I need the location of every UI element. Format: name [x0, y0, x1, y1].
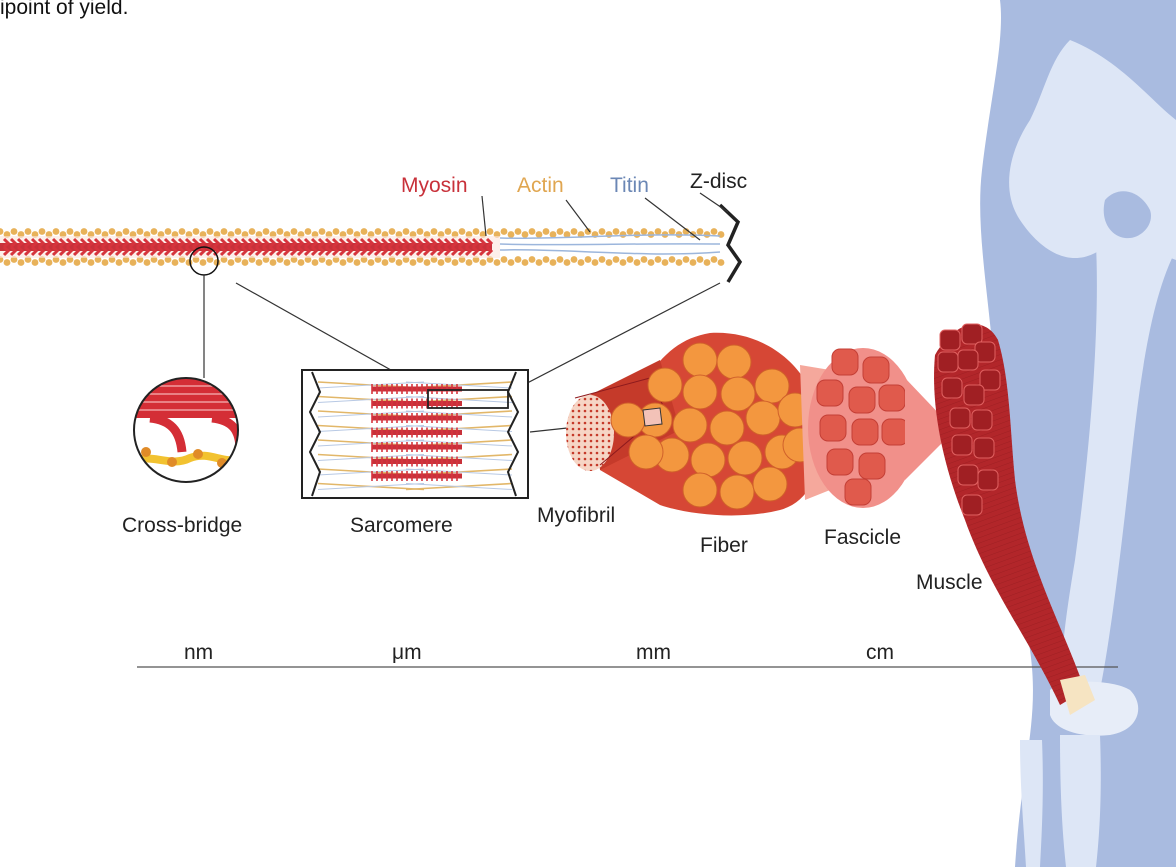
fiber-illustration [566, 333, 821, 516]
myofilament [0, 205, 740, 282]
scale-label: nm [184, 641, 213, 664]
z-disc-line [720, 205, 740, 282]
label-sarcomere: Sarcomere [350, 514, 453, 537]
label-cross-bridge: Cross-bridge [122, 514, 242, 537]
label-muscle: Muscle [916, 571, 983, 594]
fascicle-illustration [800, 348, 945, 508]
sarcomere-illustration [302, 370, 528, 498]
label-actin: Actin [517, 174, 564, 197]
label-z-disc: Z-disc [690, 170, 747, 193]
label-myofibril: Myofibril [537, 504, 615, 527]
label-fiber: Fiber [700, 534, 748, 557]
top-caption: ipoint of yield. [0, 0, 128, 19]
scale-label: cm [866, 641, 894, 664]
scale-labels: nm μm mm cm [184, 641, 894, 664]
cross-bridge-illustration [134, 378, 240, 482]
scale-label: μm [392, 641, 422, 664]
label-titin: Titin [610, 174, 649, 197]
label-myosin: Myosin [401, 174, 468, 197]
label-fascicle: Fascicle [824, 526, 901, 549]
scale-label: mm [636, 641, 671, 664]
